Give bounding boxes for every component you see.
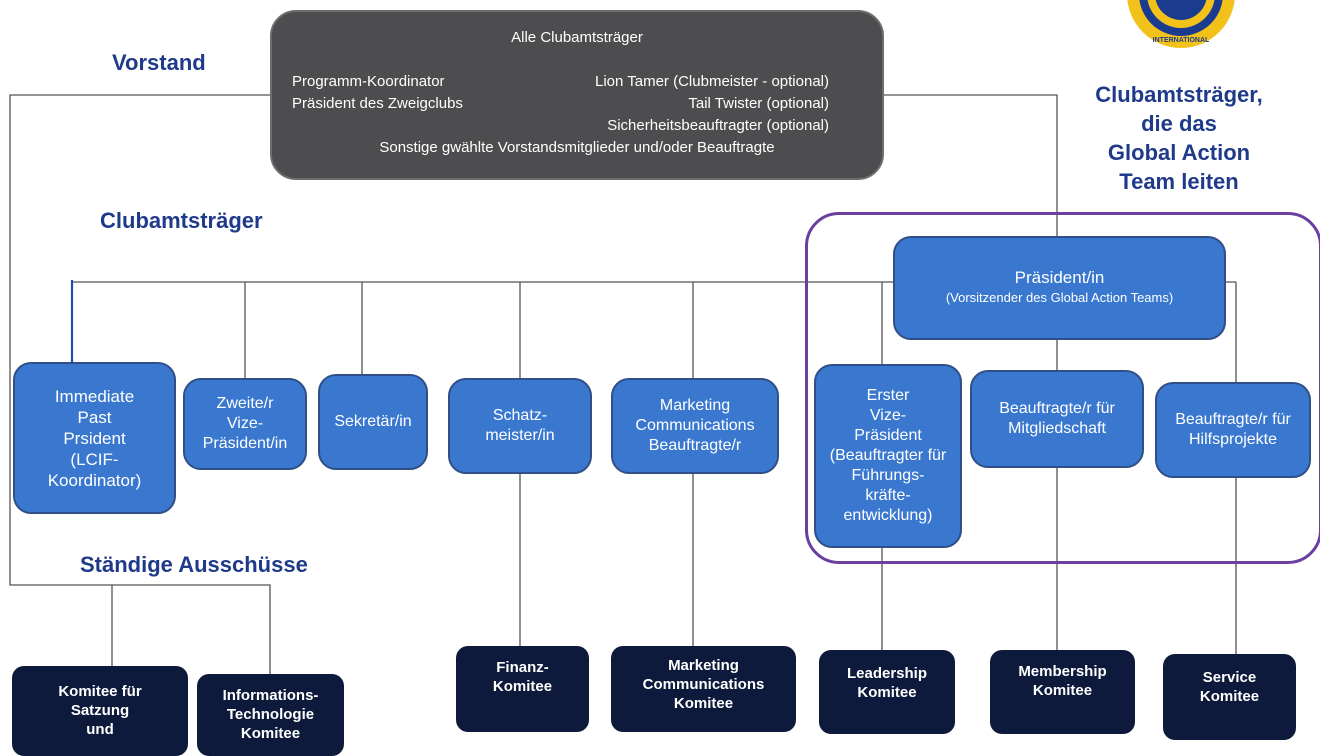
committee-membership: Membership Komitee — [990, 650, 1135, 734]
committee-service: Service Komitee — [1163, 654, 1296, 740]
heading-staendige-ausschuesse: Ständige Ausschüsse — [80, 552, 308, 577]
heading-vorstand: Vorstand — [112, 50, 206, 75]
board-left-connector — [9, 94, 271, 680]
board-right-3: Sicherheitsbeauftragter (optional) — [607, 117, 829, 134]
president-title: Präsident/in — [1014, 268, 1105, 287]
board-right-2: Tail Twister (optional) — [688, 95, 829, 112]
officer-sekretaer: Sekretär/in — [318, 374, 428, 470]
president-subtitle: (Vorsitzender des Global Action Teams) — [945, 290, 1174, 305]
president-box: Präsident/in (Vorsitzender des Global Ac… — [893, 236, 1226, 340]
board-right-connector — [882, 94, 1058, 240]
lions-logo: INTERNATIONAL — [1127, 0, 1235, 48]
committee-satzung: Komitee für Satzung und — [12, 666, 188, 756]
board-left-2: Präsident des Zweigclubs — [292, 95, 463, 112]
committee-leadership: Leadership Komitee — [819, 650, 955, 734]
officer-erster-vize-praesident: Erster Vize- Präsident (Beauftragter für… — [814, 364, 962, 548]
committee-finanz: Finanz- Komitee — [456, 646, 589, 732]
board-bottom: Sonstige gwählte Vorstandsmitglieder und… — [379, 139, 775, 156]
committee-marketing-communications: Marketing Communications Komitee — [611, 646, 796, 732]
officer-schatzmeister: Schatz- meister/in — [448, 378, 592, 474]
logo-ring-text: INTERNATIONAL — [1153, 37, 1210, 44]
officer-immediate-past-president: Immediate Past Prsident (LCIF- Koordinat… — [13, 362, 176, 514]
board-title: Alle Clubamtsträger — [511, 29, 643, 46]
heading-clubamtstraeger: Clubamtsträger — [100, 208, 263, 233]
board-left-1: Programm-Koordinator — [292, 73, 445, 90]
officer-marketing-communications: Marketing Communications Beauftragte/r — [611, 378, 779, 474]
heading-global-action-team: Clubamtsträger, die das Global Action Te… — [1095, 82, 1263, 194]
board-box: Alle Clubamtsträger Programm-Koordinator… — [270, 10, 884, 180]
committee-informations-technologie: Informations- Technologie Komitee — [197, 674, 344, 756]
board-right-1: Lion Tamer (Clubmeister - optional) — [595, 73, 829, 90]
officer-mitgliedschaft: Beauftragte/r für Mitgliedschaft — [970, 370, 1144, 468]
officer-zweite-vize-praesident: Zweite/r Vize- Präsident/in — [183, 378, 307, 470]
officer-hilfsprojekte: Beauftragte/r für Hilfsprojekte — [1155, 382, 1311, 478]
